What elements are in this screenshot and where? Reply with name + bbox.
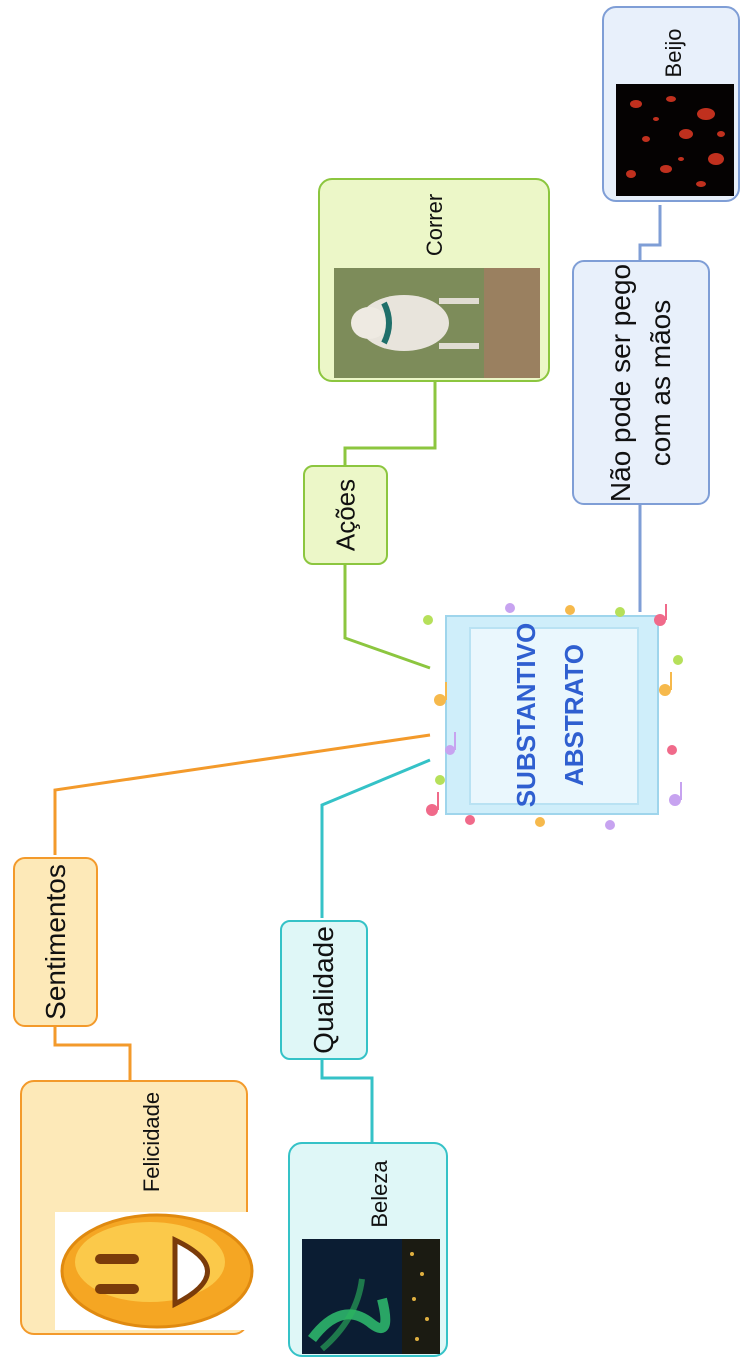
card-beijo-label: Beijo bbox=[661, 28, 686, 78]
card-felicidade[interactable]: Felicidade bbox=[20, 1080, 260, 1335]
topic-acoes-label: Ações bbox=[330, 478, 360, 552]
topic-intangivel-label: Não pode ser pego com as mãos bbox=[601, 263, 681, 501]
link-sentimentos-felicidade bbox=[53, 1025, 132, 1080]
topic-intangivel-line-2: com as mãos bbox=[645, 299, 676, 466]
link-center-acoes bbox=[343, 565, 431, 670]
smiley-face-image bbox=[55, 1212, 260, 1330]
lipstick-kisses-image bbox=[616, 84, 734, 196]
card-correr[interactable]: Correr bbox=[318, 178, 550, 382]
topic-sentimentos[interactable]: Sentimentos bbox=[13, 857, 98, 1027]
card-beijo[interactable]: Beijo bbox=[602, 6, 740, 202]
central-topic[interactable]: SUBSTANTIVO ABSTRATO bbox=[410, 600, 690, 830]
card-beleza-label: Beleza bbox=[367, 1160, 392, 1228]
link-acoes-correr bbox=[343, 382, 437, 465]
topic-acoes[interactable]: Ações bbox=[303, 465, 388, 565]
card-beleza[interactable]: Beleza bbox=[288, 1142, 448, 1357]
topic-intangivel-line-1: Não pode ser pego bbox=[605, 263, 636, 502]
aurora-night-sky-image bbox=[302, 1239, 440, 1354]
music-notes-decoration bbox=[423, 603, 683, 830]
link-center-qualidade bbox=[320, 758, 431, 918]
card-felicidade-label: Felicidade bbox=[139, 1091, 164, 1193]
central-line-2: ABSTRATO bbox=[559, 643, 589, 787]
central-line-1: SUBSTANTIVO bbox=[511, 622, 541, 808]
central-topic-text: SUBSTANTIVO ABSTRATO bbox=[502, 623, 598, 807]
running-dog-image bbox=[334, 268, 540, 378]
topic-qualidade-label: Qualidade bbox=[308, 926, 339, 1054]
topic-sentimentos-label: Sentimentos bbox=[39, 864, 71, 1020]
link-qualidade-beleza bbox=[320, 1060, 374, 1142]
link-intangivel-beijo bbox=[638, 205, 662, 260]
topic-qualidade[interactable]: Qualidade bbox=[280, 920, 368, 1060]
card-correr-label: Correr bbox=[422, 193, 447, 257]
topic-intangivel[interactable]: Não pode ser pego com as mãos bbox=[572, 260, 710, 505]
link-center-sentimentos bbox=[53, 733, 431, 855]
